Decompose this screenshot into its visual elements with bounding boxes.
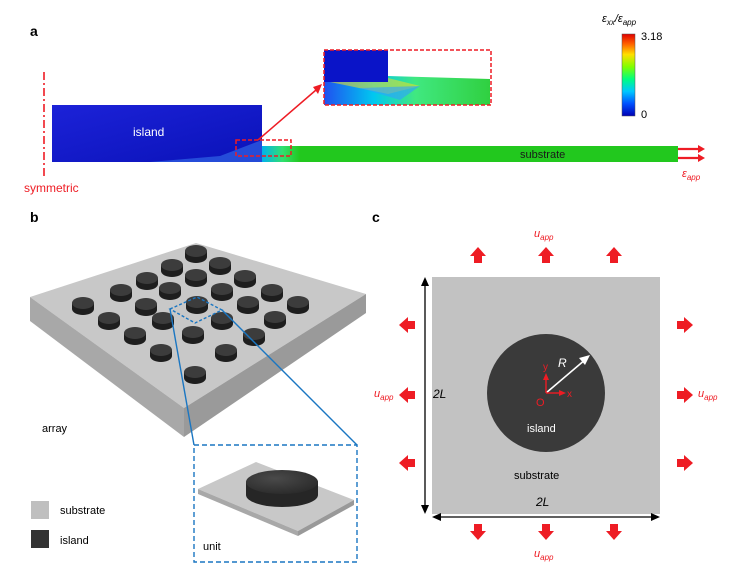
displacement-arrow — [470, 524, 486, 540]
island-cylinder — [98, 312, 120, 330]
panel-b-label: b — [30, 209, 39, 225]
island-cylinder — [152, 312, 174, 330]
island-cylinder — [124, 327, 146, 345]
legend-label-island: island — [60, 535, 89, 547]
array-slab-left — [30, 297, 184, 437]
substrate-label-c: substrate — [514, 470, 559, 482]
displacement-arrow — [399, 387, 415, 403]
colorbar-min: 0 — [641, 109, 647, 121]
island-label-a: island — [133, 125, 164, 139]
island-cylinder — [182, 326, 204, 344]
zoom-region-box — [235, 139, 292, 157]
island-cylinder — [215, 344, 237, 362]
island-cylinder — [185, 245, 207, 263]
displacement-arrow — [470, 247, 486, 263]
y-axis-label: y — [543, 362, 548, 373]
island-cylinder — [110, 284, 132, 302]
displacement-arrow — [677, 455, 693, 471]
unit-inset: unit — [193, 444, 358, 563]
radius-label: R — [558, 356, 567, 370]
island-label-c: island — [527, 423, 556, 435]
x-axis-label: x — [567, 389, 572, 400]
displacement-arrow — [399, 317, 415, 333]
island-cylinder — [243, 328, 265, 346]
island-cylinder — [150, 344, 172, 362]
island-cylinder — [186, 296, 208, 314]
panel-a-label: a — [30, 23, 38, 39]
island-cylinder — [136, 272, 158, 290]
panel-a: a symmetric island substrate εapp — [24, 13, 705, 195]
panel-b: b array unit substrate island — [30, 209, 366, 563]
island-block — [52, 105, 262, 162]
unit-label: unit — [203, 541, 221, 553]
legend-swatch-island — [31, 530, 49, 548]
array-slab-right — [184, 294, 366, 437]
colorbar-max: 3.18 — [641, 31, 662, 43]
origin-label: O — [536, 397, 545, 409]
island-cylinder — [237, 296, 259, 314]
u-label-top: uapp — [534, 228, 554, 242]
island-stress-shade — [150, 140, 262, 162]
width-dimension-label: 2L — [535, 495, 549, 509]
displacement-arrow — [606, 247, 622, 263]
u-label-right: uapp — [698, 388, 718, 402]
colorbar: εxx/εapp 3.18 0 — [602, 13, 662, 121]
height-dimension-label: 2L — [432, 387, 446, 401]
island-cylinder — [211, 312, 233, 330]
radius-arrow — [545, 358, 587, 394]
island-cylinder — [159, 282, 181, 300]
island-cylinder — [72, 297, 94, 315]
island-cylinder — [264, 311, 286, 329]
colorbar-title: εxx/εapp — [602, 13, 637, 27]
island-cylinder — [184, 366, 206, 384]
island-cylinder — [287, 296, 309, 314]
legend-swatch-substrate — [31, 501, 49, 519]
island-cylinder — [261, 284, 283, 302]
applied-strain-arrows — [678, 145, 705, 162]
symmetric-label: symmetric — [24, 181, 79, 195]
legend-label-substrate: substrate — [60, 505, 105, 517]
u-label-bottom: uapp — [534, 548, 554, 562]
island-cylinder — [209, 257, 231, 275]
displacement-arrow — [677, 317, 693, 333]
applied-strain-label: εapp — [682, 168, 701, 182]
array-slab-top — [30, 243, 366, 408]
unit-callout-left — [169, 308, 195, 446]
displacement-arrows — [399, 247, 693, 540]
panel-c: c island substrate R x y O 2L 2L uapp ua… — [372, 209, 718, 562]
displacement-arrow — [538, 247, 554, 263]
zoom-arrow — [257, 89, 317, 141]
island-array — [72, 245, 309, 384]
array-label: array — [42, 423, 68, 435]
island-cylinder — [185, 269, 207, 287]
unit-callout-right — [221, 309, 358, 446]
island-cylinder — [135, 298, 157, 316]
material-legend: substrate island — [31, 501, 105, 548]
panel-c-label: c — [372, 209, 380, 225]
island-cylinder — [211, 283, 233, 301]
displacement-arrow — [399, 455, 415, 471]
island-cylinder — [234, 270, 256, 288]
displacement-arrow — [606, 524, 622, 540]
island-cylinder — [161, 259, 183, 277]
displacement-arrow — [538, 524, 554, 540]
substrate-label-a: substrate — [520, 149, 565, 161]
u-label-left: uapp — [374, 388, 394, 402]
displacement-arrow — [677, 387, 693, 403]
zoom-inset — [323, 49, 492, 106]
